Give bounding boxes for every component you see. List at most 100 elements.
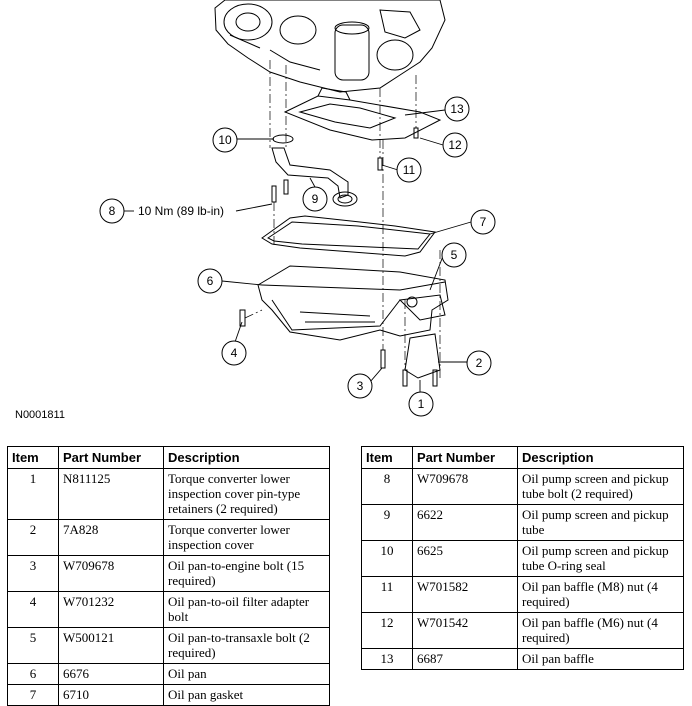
row-description: Oil pan baffle: [517, 648, 684, 670]
table-header-row: Item Part Number Description: [7, 446, 330, 469]
row-description: Oil pan baffle (M8) nut (4 required): [517, 576, 684, 613]
row-description: Oil pan-to-transaxle bolt (2 required): [163, 627, 330, 664]
alignment-lines: [244, 60, 441, 380]
row-part-number: W701232: [58, 591, 164, 628]
svg-text:5: 5: [451, 248, 458, 262]
callout-5: 5: [441, 242, 467, 268]
callout-2: 2: [466, 350, 492, 376]
row-item: 12: [361, 612, 413, 649]
row-part-number: W701582: [412, 576, 518, 613]
svg-text:9: 9: [312, 192, 319, 206]
oil-pan-gasket-illustration: [261, 215, 436, 257]
header-description: Description: [517, 446, 684, 469]
callout-13: 13: [444, 96, 470, 122]
row-part-number: W709678: [412, 468, 518, 505]
row-item: 5: [7, 627, 59, 664]
svg-text:13: 13: [450, 102, 464, 116]
header-description: Description: [163, 446, 330, 469]
row-item: 3: [7, 555, 59, 592]
row-item: 1: [7, 468, 59, 520]
row-item: 4: [7, 591, 59, 628]
svg-text:12: 12: [448, 138, 462, 152]
row-part-number: W701542: [412, 612, 518, 649]
callout-10: 10: [212, 127, 238, 153]
header-part-number: Part Number: [412, 446, 518, 469]
o-ring-illustration: [272, 134, 294, 144]
svg-text:8: 8: [109, 204, 116, 218]
row-item: 11: [361, 576, 413, 613]
svg-text:2: 2: [476, 356, 483, 370]
row-item: 9: [361, 504, 413, 541]
row-description: Oil pan-to-engine bolt (15 required): [163, 555, 330, 592]
row-part-number: 6710: [58, 684, 164, 706]
header-item: Item: [361, 446, 413, 469]
row-part-number: 6622: [412, 504, 518, 541]
inspection-cover-illustration: [404, 333, 441, 379]
callout-1: 1: [408, 391, 434, 417]
callout-6: 6: [197, 268, 223, 294]
row-part-number: 7A828: [58, 519, 164, 556]
svg-text:11: 11: [403, 163, 416, 177]
row-description: Oil pump screen and pickup tube O-ring s…: [517, 540, 684, 577]
row-item: 2: [7, 519, 59, 556]
callout-4: 4: [221, 340, 247, 366]
svg-text:10: 10: [218, 133, 232, 147]
row-description: Oil pan-to-oil filter adapter bolt: [163, 591, 330, 628]
engine-block-illustration: [214, 0, 446, 93]
callout-8: 8: [99, 198, 125, 224]
callout-7: 7: [470, 209, 496, 235]
row-description: Oil pan baffle (M6) nut (4 required): [517, 612, 684, 649]
row-part-number: W500121: [58, 627, 164, 664]
row-part-number: W709678: [58, 555, 164, 592]
row-item: 8: [361, 468, 413, 505]
row-item: 13: [361, 648, 413, 670]
callout-11: 11: [396, 157, 422, 183]
callout-9: 9: [302, 186, 328, 212]
callout-12: 12: [442, 132, 468, 158]
exploded-view-diagram: 13 12 11 10 9 8 7 6 5 4 3 2 1 10 Nm (89 …: [15, 0, 496, 421]
row-description: Oil pump screen and pickup tube bolt (2 …: [517, 468, 684, 505]
figure-id: N0001811: [15, 409, 65, 421]
header-part-number: Part Number: [58, 446, 164, 469]
row-part-number: 6625: [412, 540, 518, 577]
pickup-tube-illustration: [271, 147, 358, 207]
svg-text:6: 6: [207, 274, 214, 288]
row-item: 7: [7, 684, 59, 706]
svg-text:7: 7: [480, 215, 487, 229]
row-description: Torque converter lower inspection cover: [163, 519, 330, 556]
row-description: Oil pump screen and pickup tube: [517, 504, 684, 541]
oil-pan-baffle-illustration: [283, 87, 442, 141]
row-part-number: 6676: [58, 663, 164, 685]
callout-3: 3: [347, 373, 373, 399]
row-description: Torque converter lower inspection cover …: [163, 468, 330, 520]
row-description: Oil pan: [163, 663, 330, 685]
torque-note: 10 Nm (89 lb-in): [138, 204, 224, 218]
svg-text:4: 4: [231, 346, 238, 360]
oil-pan-illustration: [257, 265, 449, 341]
row-part-number: N811125: [58, 468, 164, 520]
leader-lines: [124, 109, 472, 395]
row-part-number: 6687: [412, 648, 518, 670]
svg-text:1: 1: [418, 397, 425, 411]
row-item: 10: [361, 540, 413, 577]
table-header-row: Item Part Number Description: [361, 446, 684, 469]
svg-text:3: 3: [357, 379, 364, 393]
row-item: 6: [7, 663, 59, 685]
header-item: Item: [7, 446, 59, 469]
row-description: Oil pan gasket: [163, 684, 330, 706]
